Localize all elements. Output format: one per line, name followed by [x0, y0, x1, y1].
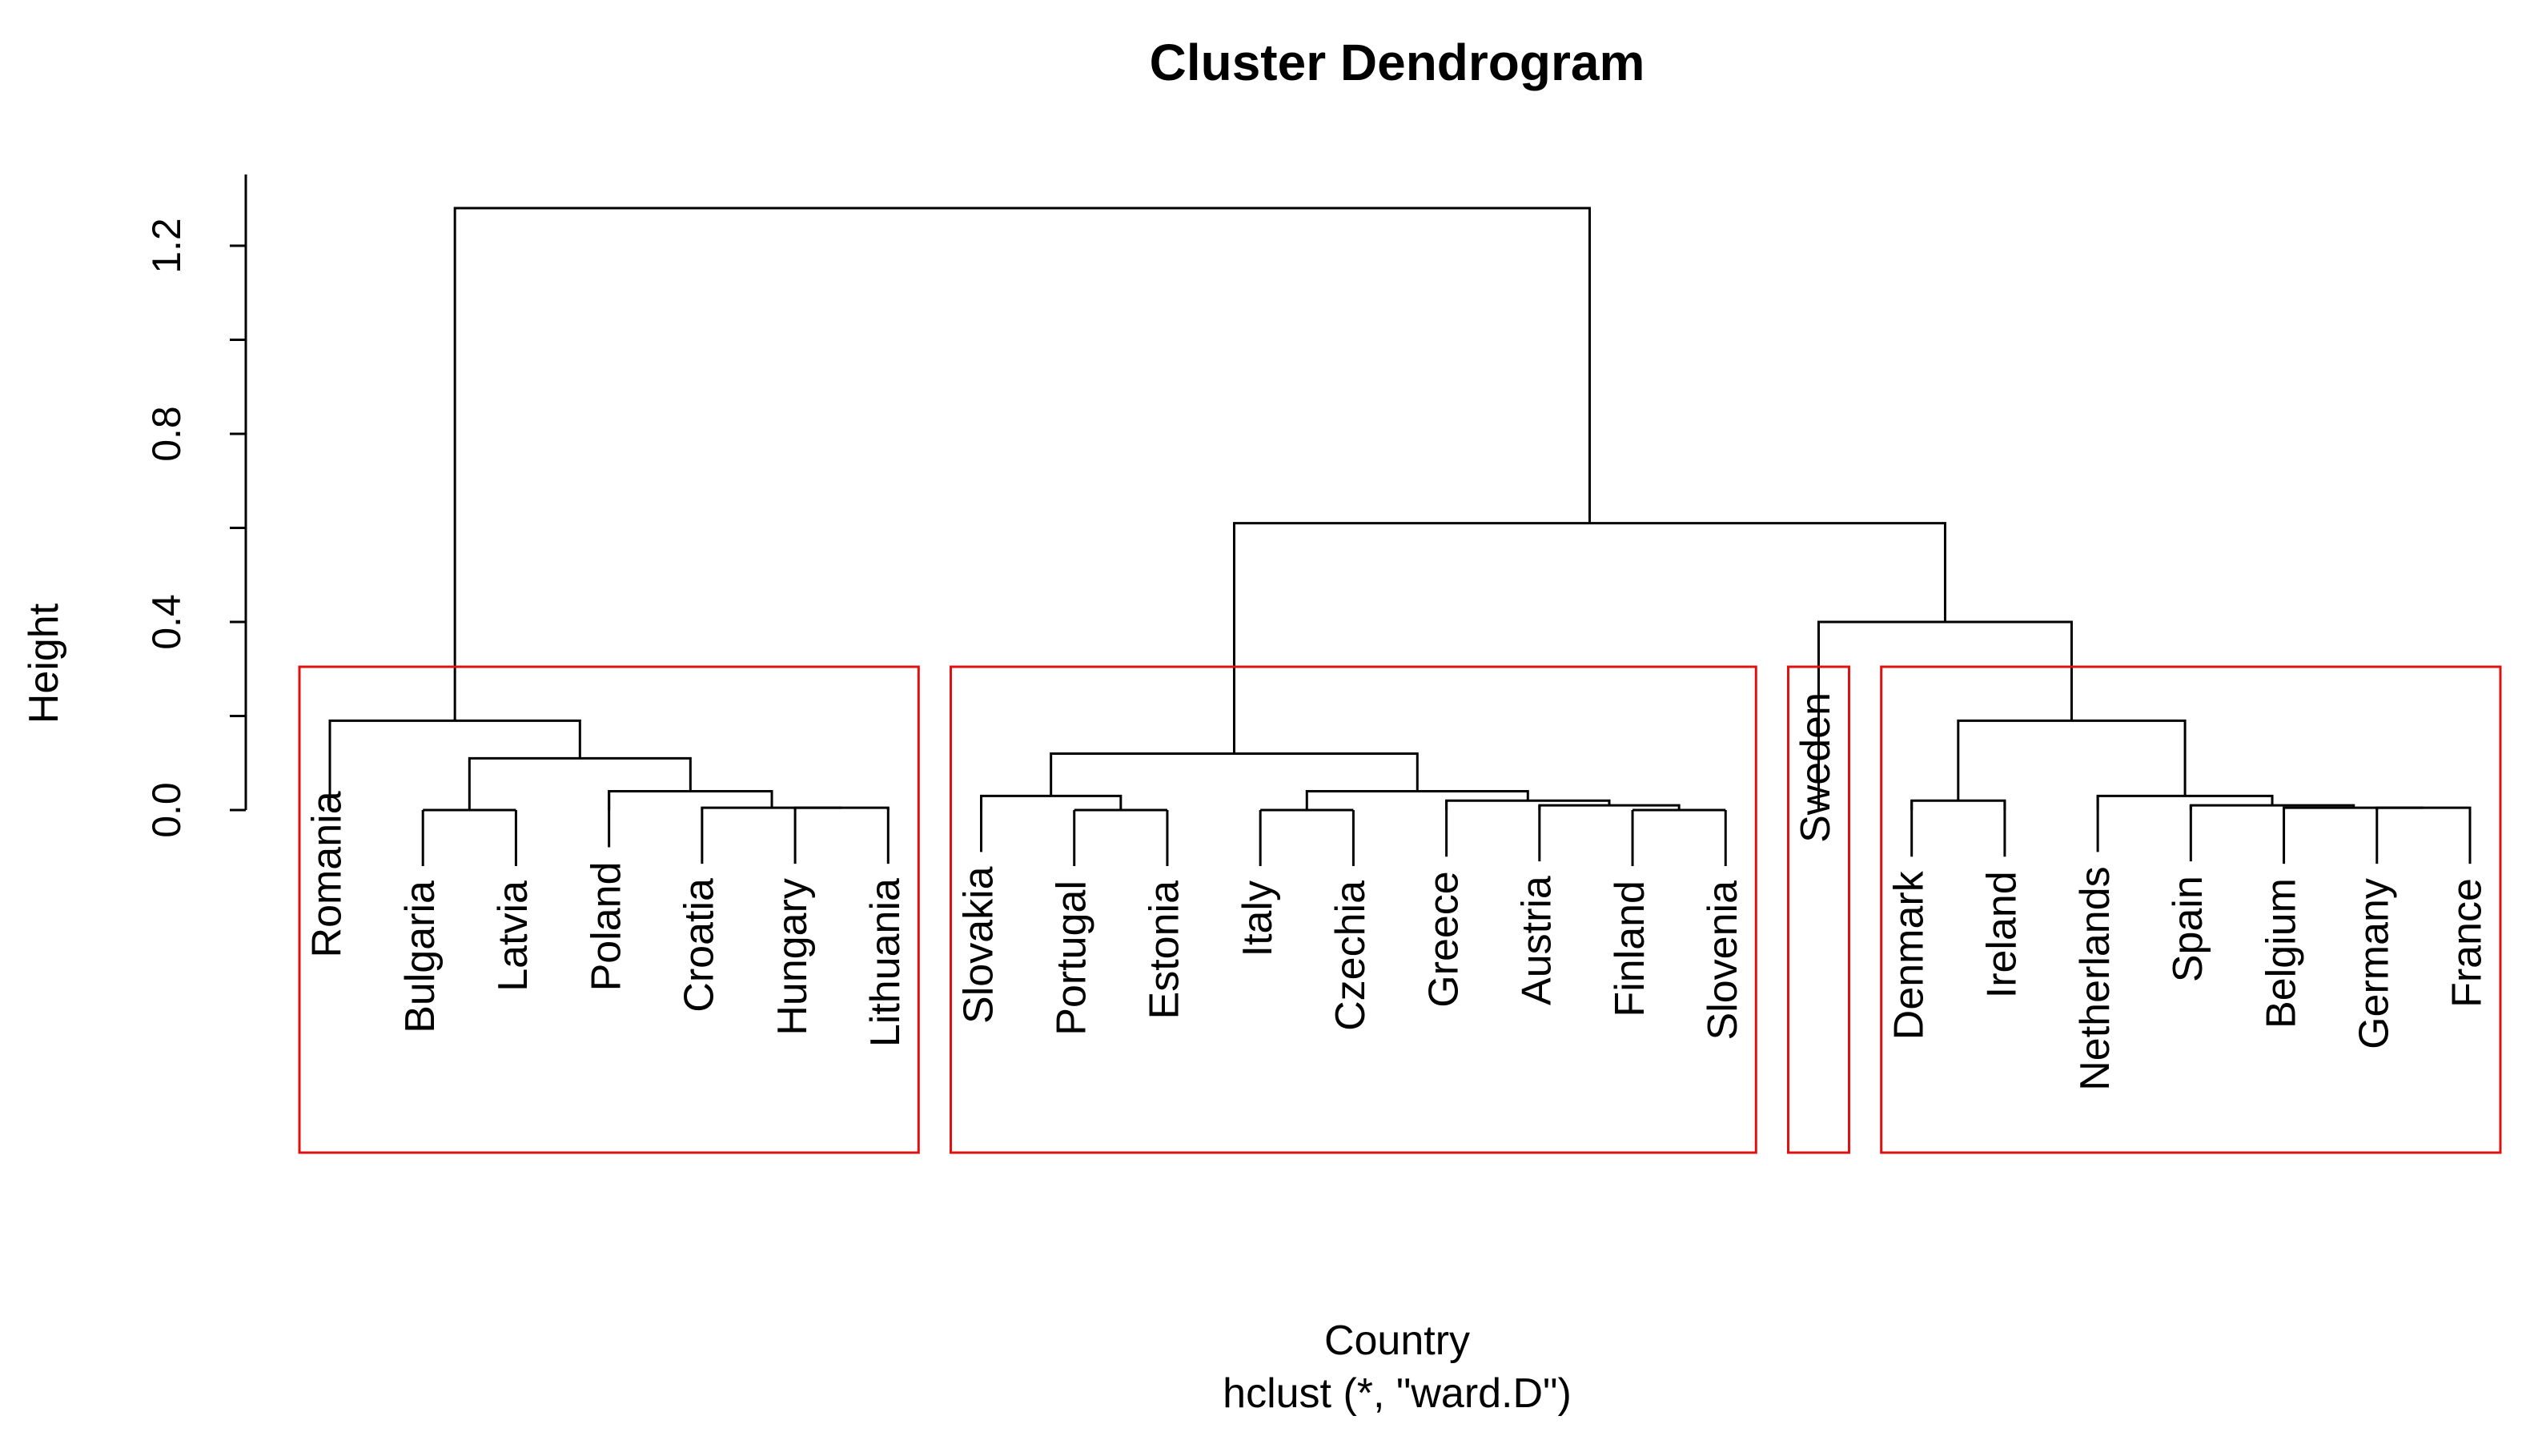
x-axis-label: Country — [1324, 1318, 1470, 1364]
y-tick-label: 0.4 — [144, 594, 189, 650]
leaf-label-lithuania: Lithuania — [862, 878, 909, 1047]
y-tick-label: 0.0 — [144, 782, 189, 838]
leaf-label-slovakia: Slovakia — [955, 866, 1002, 1024]
leaf-label-poland: Poland — [583, 862, 629, 992]
leaf-label-portugal: Portugal — [1048, 880, 1094, 1036]
leaf-label-romania: Romania — [304, 791, 351, 957]
cluster-box-2 — [950, 665, 1757, 1154]
leaf-label-france: France — [2444, 878, 2491, 1008]
dendrogram-link — [1910, 799, 2006, 810]
leaf-label-latvia: Latvia — [490, 880, 536, 992]
dendrogram-links — [328, 207, 2472, 866]
cluster-box-1 — [298, 665, 920, 1154]
y-axis: 0.0 0.4 0.8 1.2 — [144, 174, 247, 838]
dendrogram-link — [453, 207, 1591, 721]
leaf-label-greece: Greece — [1420, 871, 1467, 1008]
leaf-label-netherlands: Netherlands — [2072, 866, 2118, 1090]
dendrogram-link — [2096, 794, 2274, 810]
leaf-label-ireland: Ireland — [1979, 871, 2026, 998]
y-tick-label: 0.8 — [144, 406, 189, 462]
y-tick-label: 1.2 — [144, 218, 189, 274]
leaf-label-slovenia: Slovenia — [1700, 880, 1746, 1041]
leaf-label-czechia: Czechia — [1327, 880, 1374, 1031]
leaf-label-sweden: Sweden — [1793, 692, 1839, 843]
y-axis-label: Height — [21, 603, 67, 724]
cluster-box-4 — [1880, 665, 2502, 1154]
leaf-label-denmark: Denmark — [1885, 870, 1932, 1040]
leaf-label-spain: Spain — [2165, 876, 2211, 982]
dendrogram-link — [1817, 620, 2073, 810]
dendrogram-link — [1050, 752, 1419, 796]
x-axis-sublabel: hclust (*, "ward.D") — [1223, 1370, 1572, 1417]
leaf-label-finland: Finland — [1607, 880, 1653, 1017]
leaf-label-bulgaria: Bulgaria — [397, 880, 444, 1033]
dendrogram-link — [2283, 806, 2424, 810]
cluster-box-3 — [1786, 665, 1850, 1154]
leaf-label-croatia: Croatia — [677, 878, 723, 1013]
leaf-label-hungary: Hungary — [769, 878, 816, 1036]
dendrogram-link — [328, 719, 581, 810]
dendrogram-link — [701, 806, 842, 810]
leaf-label-belgium: Belgium — [2258, 878, 2304, 1029]
leaf-label-italy: Italy — [1235, 880, 1281, 957]
dendrogram-link — [468, 756, 692, 810]
leaf-label-estonia: Estonia — [1142, 880, 1188, 1020]
dendrogram-link — [980, 794, 1122, 810]
leaf-label-austria: Austria — [1514, 876, 1560, 1005]
cluster-boxes — [298, 665, 2502, 1154]
leaf-label-germany: Germany — [2351, 878, 2398, 1049]
chart-title: Cluster Dendrogram — [1150, 34, 1645, 91]
dendrogram-link — [1957, 719, 2187, 801]
